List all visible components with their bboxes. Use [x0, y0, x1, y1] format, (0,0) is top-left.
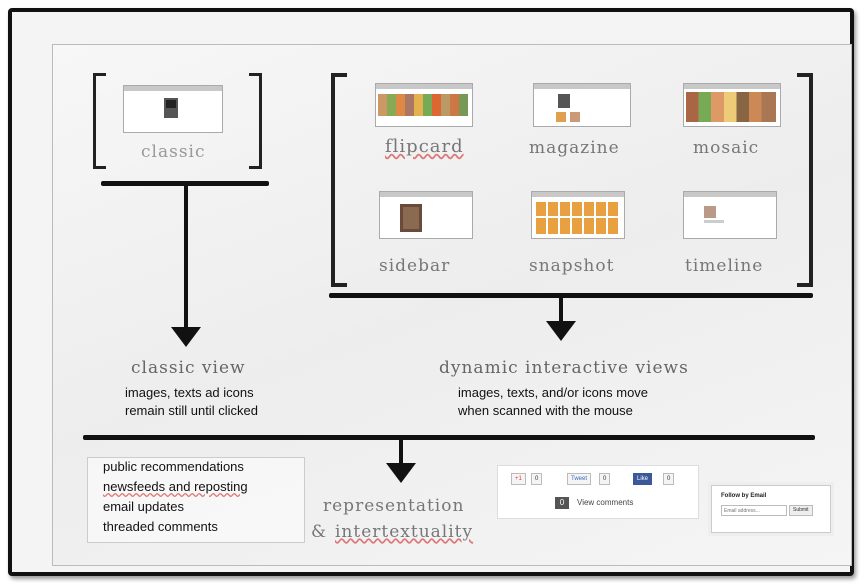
mosaic-label: mosaic: [693, 138, 760, 158]
magazine-thumbnail: [533, 83, 631, 127]
dynamic-left-bracket: [331, 73, 347, 287]
dynamic-arrowhead: [546, 321, 576, 341]
classic-label: classic: [141, 142, 206, 162]
classic-view-line1: images, texts ad icons: [125, 385, 254, 400]
feature-item-comments: threaded comments: [103, 519, 218, 534]
feature-item-recommendations: public recommendations: [103, 459, 244, 474]
representation-label: representation: [323, 496, 465, 516]
plusone-count: 0: [531, 473, 543, 485]
slide-frame: classic flipcard magazine mosaic: [8, 8, 854, 576]
sidebar-thumbnail: [379, 191, 473, 239]
follow-submit-button[interactable]: Submit: [789, 505, 813, 516]
dynamic-view-line1: images, texts, and/or icons move: [458, 385, 649, 400]
classic-right-bracket: [249, 73, 262, 169]
dynamic-bar: [329, 293, 813, 298]
like-count: 0: [663, 473, 675, 485]
feature-item-email: email updates: [103, 499, 184, 514]
tweet-count: 0: [599, 473, 611, 485]
classic-view-line2: remain still until clicked: [125, 403, 258, 418]
classic-bar: [101, 181, 269, 186]
snapshot-thumbnail: [531, 191, 625, 239]
intertextuality-label: intertextuality: [335, 522, 474, 542]
flipcard-thumbnail: [375, 83, 473, 127]
magazine-label: magazine: [529, 138, 620, 158]
like-button[interactable]: Like: [633, 473, 653, 485]
timeline-label: timeline: [685, 256, 764, 276]
slide-canvas: classic flipcard magazine mosaic: [52, 44, 852, 566]
social-widget: [497, 465, 699, 519]
classic-thumbnail: [123, 85, 223, 133]
follow-email-input[interactable]: [721, 505, 787, 516]
classic-view-title: classic view: [131, 358, 246, 378]
sidebar-label: sidebar: [379, 256, 451, 276]
dynamic-arrow: [559, 297, 563, 327]
tweet-button[interactable]: Tweet: [567, 473, 592, 485]
follow-widget-title: Follow by Email: [721, 493, 767, 499]
comment-count-badge: 0: [555, 497, 569, 509]
view-comments-link[interactable]: View comments: [577, 498, 634, 507]
bottom-arrow: [399, 439, 403, 469]
ampersand: &: [311, 522, 328, 542]
bottom-arrowhead: [386, 463, 416, 483]
bottom-bar: [83, 435, 815, 440]
mosaic-thumbnail: [683, 83, 781, 127]
dynamic-view-title: dynamic interactive views: [439, 358, 689, 378]
timeline-thumbnail: [683, 191, 777, 239]
snapshot-label: snapshot: [529, 256, 615, 276]
feature-item-newsfeeds: newsfeeds and reposting: [103, 479, 248, 494]
dynamic-view-line2: when scanned with the mouse: [458, 403, 633, 418]
features-box: [87, 457, 305, 543]
flipcard-label: flipcard: [385, 136, 464, 157]
plusone-button[interactable]: +1: [511, 473, 526, 485]
classic-left-bracket: [93, 73, 106, 169]
classic-arrowhead: [171, 327, 201, 347]
dynamic-right-bracket: [797, 73, 813, 287]
classic-arrow: [184, 185, 188, 333]
